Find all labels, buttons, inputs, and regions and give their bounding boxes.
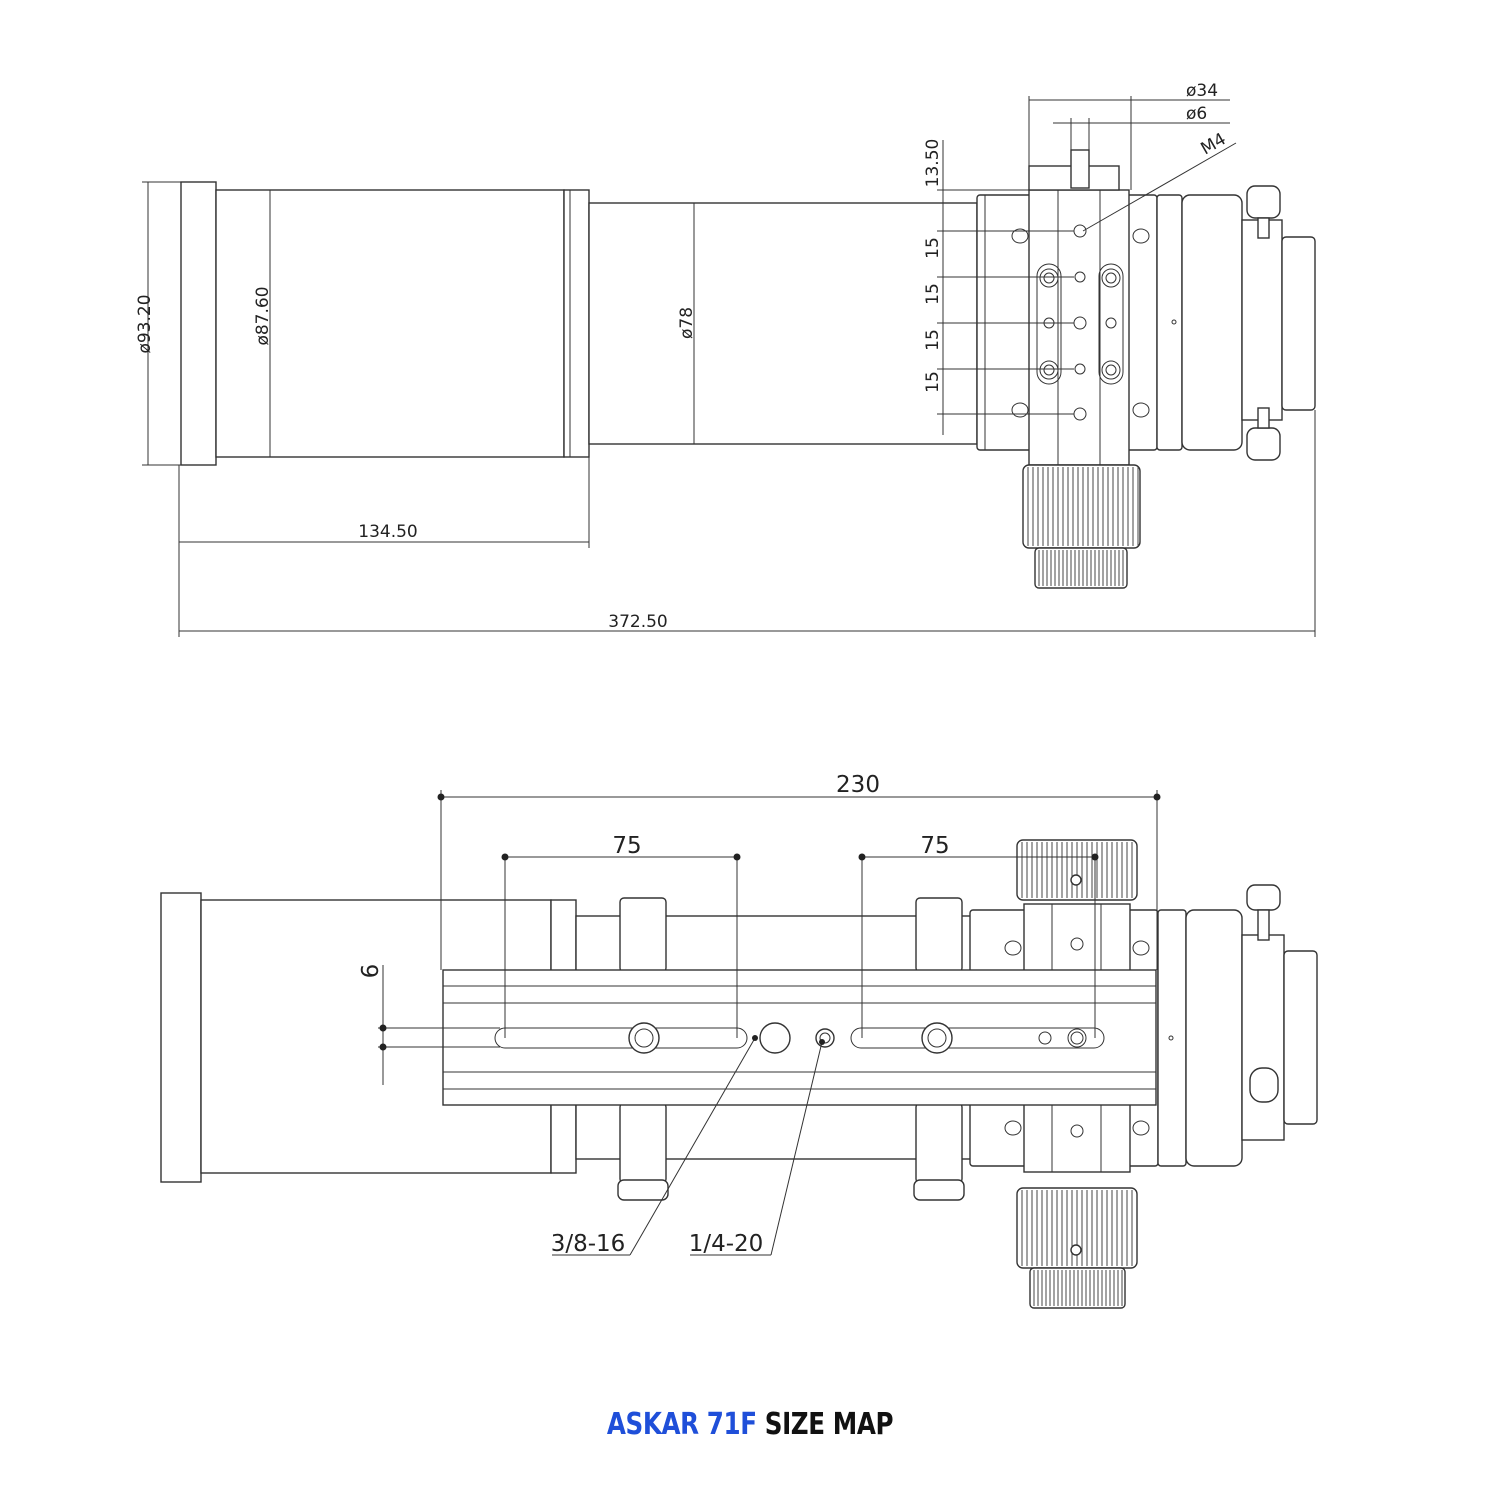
- tube-ring-right-bottom: [915, 1102, 963, 1184]
- dim-clamp-m4: M4: [1198, 129, 1230, 159]
- rear-tube: [588, 202, 978, 445]
- dim-slot-spacing-right: 75: [920, 833, 949, 859]
- dim-hole-spacing-1: 15: [923, 237, 943, 259]
- dew-shield-ring-bottom: [160, 892, 202, 1183]
- lock-knob-side: [1249, 1067, 1279, 1103]
- rail-bolt-left: [628, 1022, 660, 1054]
- dovetail-rail: [442, 969, 1157, 1106]
- camera-adapter-bottom: [1241, 934, 1285, 1141]
- label-thread-3-8-16: 3/8-16: [551, 1231, 626, 1257]
- fine-focus-knob: [1034, 547, 1128, 589]
- dim-slot-width: 6: [358, 964, 384, 979]
- label-thread-1-4-20: 1/4-20: [689, 1231, 764, 1257]
- lock-knob-bottom-view: [1246, 884, 1281, 911]
- camera-adapter: [1241, 219, 1283, 421]
- dim-clamp-34: ø34: [1186, 81, 1218, 101]
- rail-slot-left: [494, 1027, 748, 1049]
- dim-hole-spacing-3: 15: [923, 329, 943, 351]
- focus-knob: [1022, 464, 1141, 549]
- dim-front-tube-diameter: ø87.60: [253, 286, 273, 345]
- tube-end-ring: [563, 189, 590, 458]
- dim-slot-spacing-left: 75: [612, 833, 641, 859]
- clamp-slot-left: [1036, 263, 1062, 385]
- drawtube-housing: [1181, 194, 1243, 451]
- dim-rear-tube-diameter: ø78: [677, 307, 697, 339]
- thread-hole-1-4-20: [815, 1028, 835, 1048]
- tube-ring-left-top: [619, 897, 667, 973]
- side-view: ø93.20 ø87.60 ø78 134.50 372.50 ø34 ø6 M…: [135, 81, 1316, 637]
- dim-clamp-6: ø6: [1186, 104, 1207, 124]
- dim-clamp-height: 13.50: [923, 139, 943, 188]
- dim-dew-shield-diameter: ø93.20: [135, 294, 155, 353]
- dim-hole-spacing-4: 15: [923, 371, 943, 393]
- lock-knob-bottom: [1246, 427, 1281, 461]
- lock-knob-top: [1246, 185, 1281, 219]
- thread-hole-3-8-16: [759, 1022, 791, 1054]
- tube-ring-right-top: [915, 897, 963, 973]
- drawtube-housing-bottom: [1185, 909, 1243, 1167]
- front-tube: [215, 189, 565, 458]
- dim-front-length: 134.50: [358, 522, 417, 542]
- dim-total-length: 372.50: [608, 612, 667, 632]
- title-rest: SIZE MAP: [764, 1407, 894, 1442]
- clamp-pin: [1070, 149, 1090, 189]
- page-title: ASKAR 71F SIZE MAP: [135, 1407, 1365, 1442]
- dew-shield-ring: [180, 181, 217, 466]
- dim-hole-spacing-2: 15: [923, 283, 943, 305]
- rail-bolt-right: [921, 1022, 953, 1054]
- bottom-view: 230 75 75 6 3/8-16 1/4-20: [160, 772, 1318, 1309]
- dim-rail-length: 230: [836, 772, 880, 798]
- rail-slot-right: [850, 1027, 1105, 1049]
- clamp-slot-right: [1098, 263, 1124, 385]
- tube-ring-left-bottom: [619, 1102, 667, 1184]
- title-brand: ASKAR 71F: [606, 1407, 757, 1442]
